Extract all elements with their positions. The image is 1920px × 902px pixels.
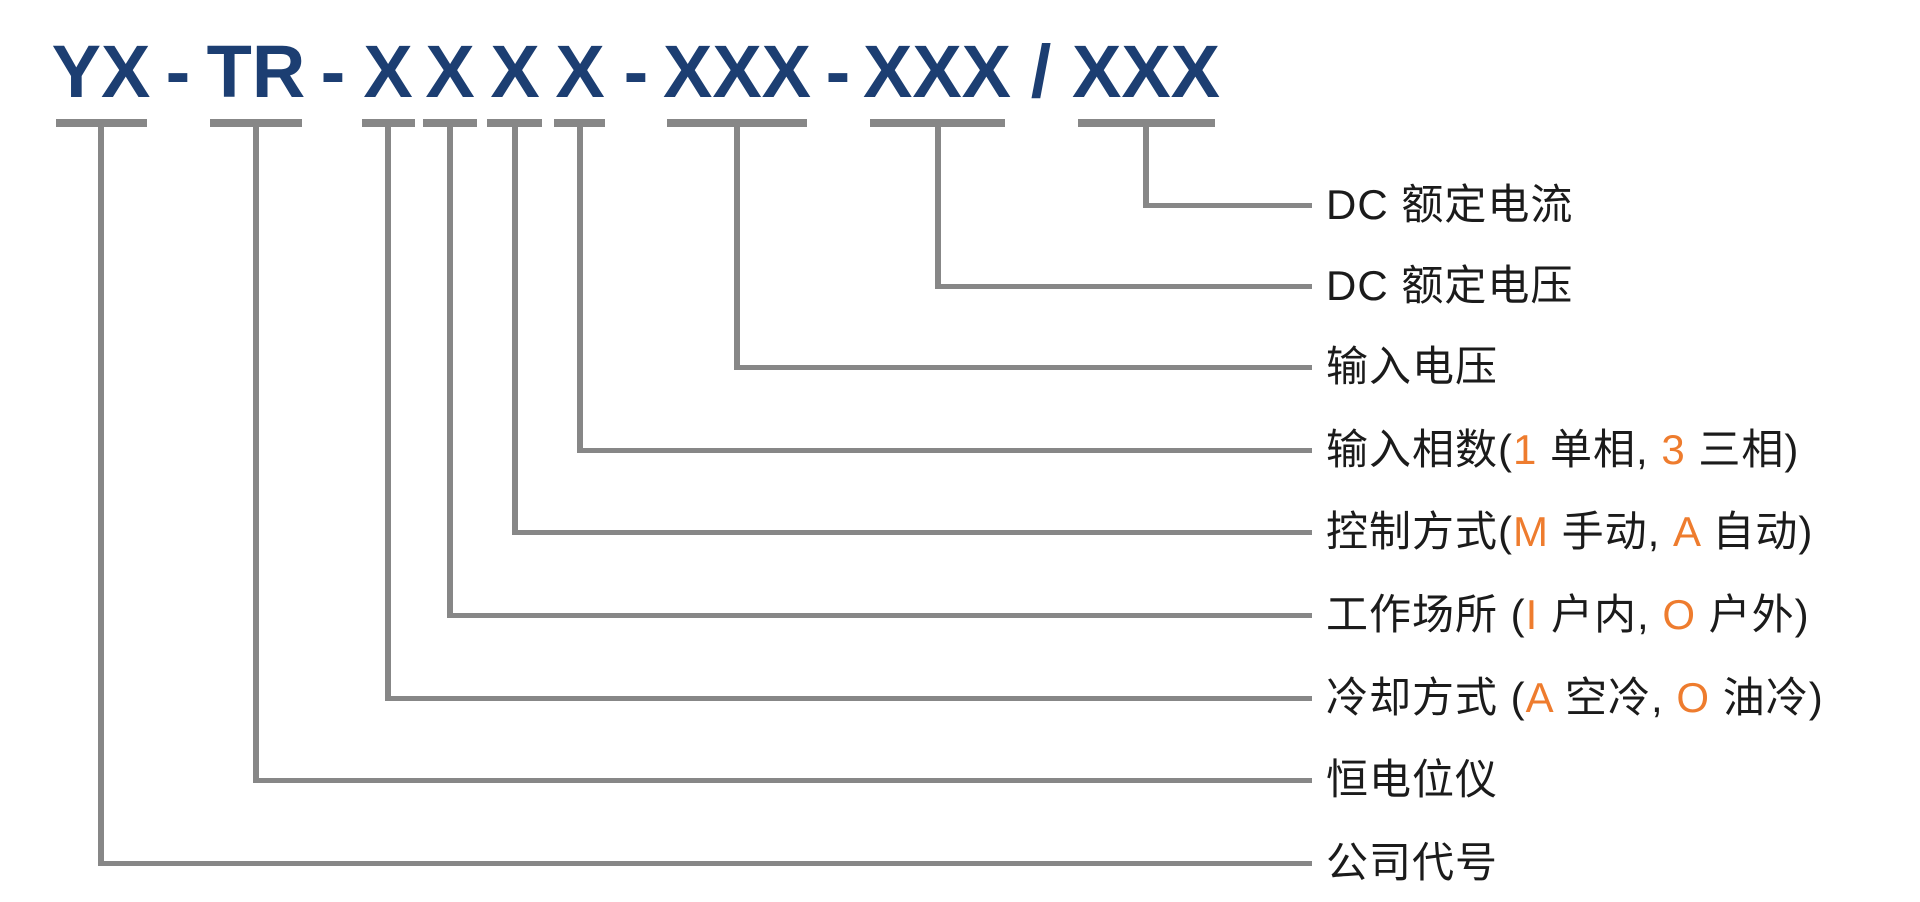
code-option-m: M [1513,508,1549,555]
model-code-dash: - [825,30,851,113]
model-code-segment-input-voltage: XXX [662,30,812,113]
connector-stem-location [447,127,453,618]
leader-line-control [512,530,1312,535]
label-text: 控制方式( [1326,508,1513,555]
tee-bar-input-voltage [667,119,807,127]
label-text: 输入相数( [1326,426,1513,473]
label-text: 单相, [1537,426,1662,473]
leader-line-company-code [98,861,1312,866]
model-code-segment-control: X [490,30,540,113]
model-code-segment-company: YX [51,30,151,113]
code-option-3: 3 [1661,426,1686,473]
model-code-segment-dc-voltage: XXX [862,30,1012,113]
label-text: 户外) [1696,591,1810,638]
label-cooling-method: 冷却方式 (A 空冷, O 油冷) [1326,677,1824,719]
tee-bar-phases [554,119,605,127]
label-text: 输入电压 [1326,343,1499,390]
code-option-i: I [1525,591,1539,638]
leader-line-cooling [385,696,1312,701]
label-text: 空冷, [1552,674,1677,721]
label-text: 户内, [1538,591,1663,638]
label-potentiostat: 恒电位仪 [1326,759,1498,801]
leader-line-phases [577,448,1312,453]
label-text: 三相) [1685,426,1800,473]
label-text: 恒电位仪 [1326,756,1499,803]
label-text: 油冷) [1710,674,1824,721]
label-company-code: 公司代号 [1326,842,1498,884]
model-code-slash: / [1030,30,1052,113]
label-text: DC 额定电压 [1326,262,1574,309]
label-text: 自动) [1699,508,1814,555]
connector-stem-product [253,127,259,783]
label-control-mode: 控制方式(M 手动, A 自动) [1326,511,1813,553]
tee-bar-dc-current [1078,119,1215,127]
tee-bar-location [423,119,477,127]
tee-bar-cooling [362,119,415,127]
leader-line-location [447,613,1312,618]
connector-stem-input-voltage [734,127,740,370]
label-text: 冷却方式 ( [1326,674,1526,721]
leader-line-input-voltage [734,365,1312,370]
label-text: DC 额定电流 [1326,181,1574,228]
label-text: 手动, [1549,508,1674,555]
tee-bar-dc-voltage [870,119,1005,127]
leader-line-dc-voltage [935,284,1312,289]
label-input-phases: 输入相数(1 单相, 3 三相) [1326,429,1799,471]
model-code-segment-phases: X [555,30,605,113]
code-option-1: 1 [1513,426,1538,473]
label-dc-rated-current: DC 额定电流 [1326,184,1573,226]
model-code-dash: - [320,30,346,113]
connector-stem-dc-current [1143,127,1149,208]
connector-stem-company [98,127,104,866]
connector-stem-cooling [385,127,391,701]
label-text: 公司代号 [1326,839,1499,886]
model-code-segment-location: X [425,30,475,113]
connector-stem-dc-voltage [935,127,941,289]
label-work-location: 工作场所 (I 户内, O 户外) [1326,594,1810,636]
leader-line-dc-current [1143,203,1312,208]
tee-bar-company [56,119,147,127]
tee-bar-control [487,119,542,127]
model-code-dash: - [165,30,191,113]
tee-bar-product [210,119,302,127]
model-code-dash: - [623,30,649,113]
code-option-a: A [1525,674,1553,721]
code-option-o: O [1676,674,1711,721]
model-code-segment-product: TR [206,30,306,113]
label-text: 工作场所 ( [1326,591,1526,638]
code-option-a: A [1673,508,1700,555]
model-code-segment-cooling: X [363,30,413,113]
label-dc-rated-voltage: DC 额定电压 [1326,265,1573,307]
label-input-voltage: 输入电压 [1326,346,1498,388]
connector-stem-control [512,127,518,535]
model-code-segment-dc-current: XXX [1071,30,1221,113]
code-option-o: O [1662,591,1697,638]
leader-line-potentiostat [253,778,1312,783]
connector-stem-phases [577,127,583,453]
